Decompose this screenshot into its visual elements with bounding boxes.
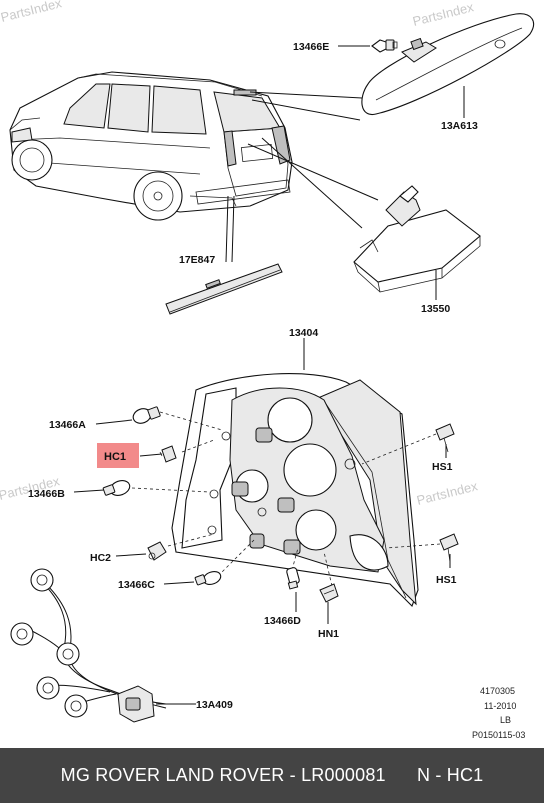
label-13466b: 13466B xyxy=(28,488,65,500)
bulb-13466c xyxy=(194,571,222,586)
tail-lamp-13404 xyxy=(171,373,419,607)
meta-line-4: P0150115-03 xyxy=(472,730,525,740)
label-13404: 13404 xyxy=(289,327,318,339)
label-17e847: 17E847 xyxy=(179,254,215,266)
label-hs1-bottom: HS1 xyxy=(436,574,457,586)
bulb-13466b xyxy=(102,480,131,496)
label-13466e: 13466E xyxy=(293,41,329,53)
label-13550: 13550 xyxy=(421,303,450,315)
screw-hc1 xyxy=(159,445,177,463)
label-13466c: 13466C xyxy=(118,579,155,591)
watermark: PartsIndex xyxy=(415,478,479,508)
label-13a409: 13A409 xyxy=(196,699,233,711)
screw-hs1-bottom xyxy=(439,533,459,563)
licence-lamp-13550 xyxy=(353,185,481,293)
label-hc2: HC2 xyxy=(90,552,111,564)
watermark: PartsIndex xyxy=(411,0,475,29)
reflector-17e847 xyxy=(165,263,283,315)
watermark: PartsIndex xyxy=(0,0,64,25)
label-hc1[interactable]: HC1 xyxy=(104,451,126,463)
footer-bar: MG ROVER LAND ROVER - LR000081 N - HC1 xyxy=(0,748,544,803)
high-stop-lamp-13a613 xyxy=(361,13,534,115)
label-hs1-top: HS1 xyxy=(432,461,453,473)
label-13466a: 13466A xyxy=(49,419,86,431)
parts-diagram: PartsIndex PartsIndex PartsIndex PartsIn… xyxy=(0,0,534,740)
bulb-13466d xyxy=(286,567,300,590)
vehicle-illustration xyxy=(9,71,293,221)
label-13466d: 13466D xyxy=(264,615,301,627)
wiring-harness-13a409 xyxy=(10,568,167,723)
screw-hs1-top xyxy=(435,423,455,453)
nut-hn1 xyxy=(319,583,339,603)
meta-line-2: 11-2010 xyxy=(484,701,516,711)
bulb-13466a xyxy=(132,406,161,424)
label-13a613: 13A613 xyxy=(441,120,478,132)
meta-line-3: LB xyxy=(500,715,511,725)
meta-line-1: 4170305 xyxy=(480,686,515,696)
footer-title: MG ROVER LAND ROVER - LR000081 N - HC1 xyxy=(60,765,484,785)
clip-hc2 xyxy=(147,541,167,561)
hc1-highlight xyxy=(97,443,139,468)
label-hn1: HN1 xyxy=(318,628,339,640)
bulb-13466e xyxy=(371,39,398,53)
